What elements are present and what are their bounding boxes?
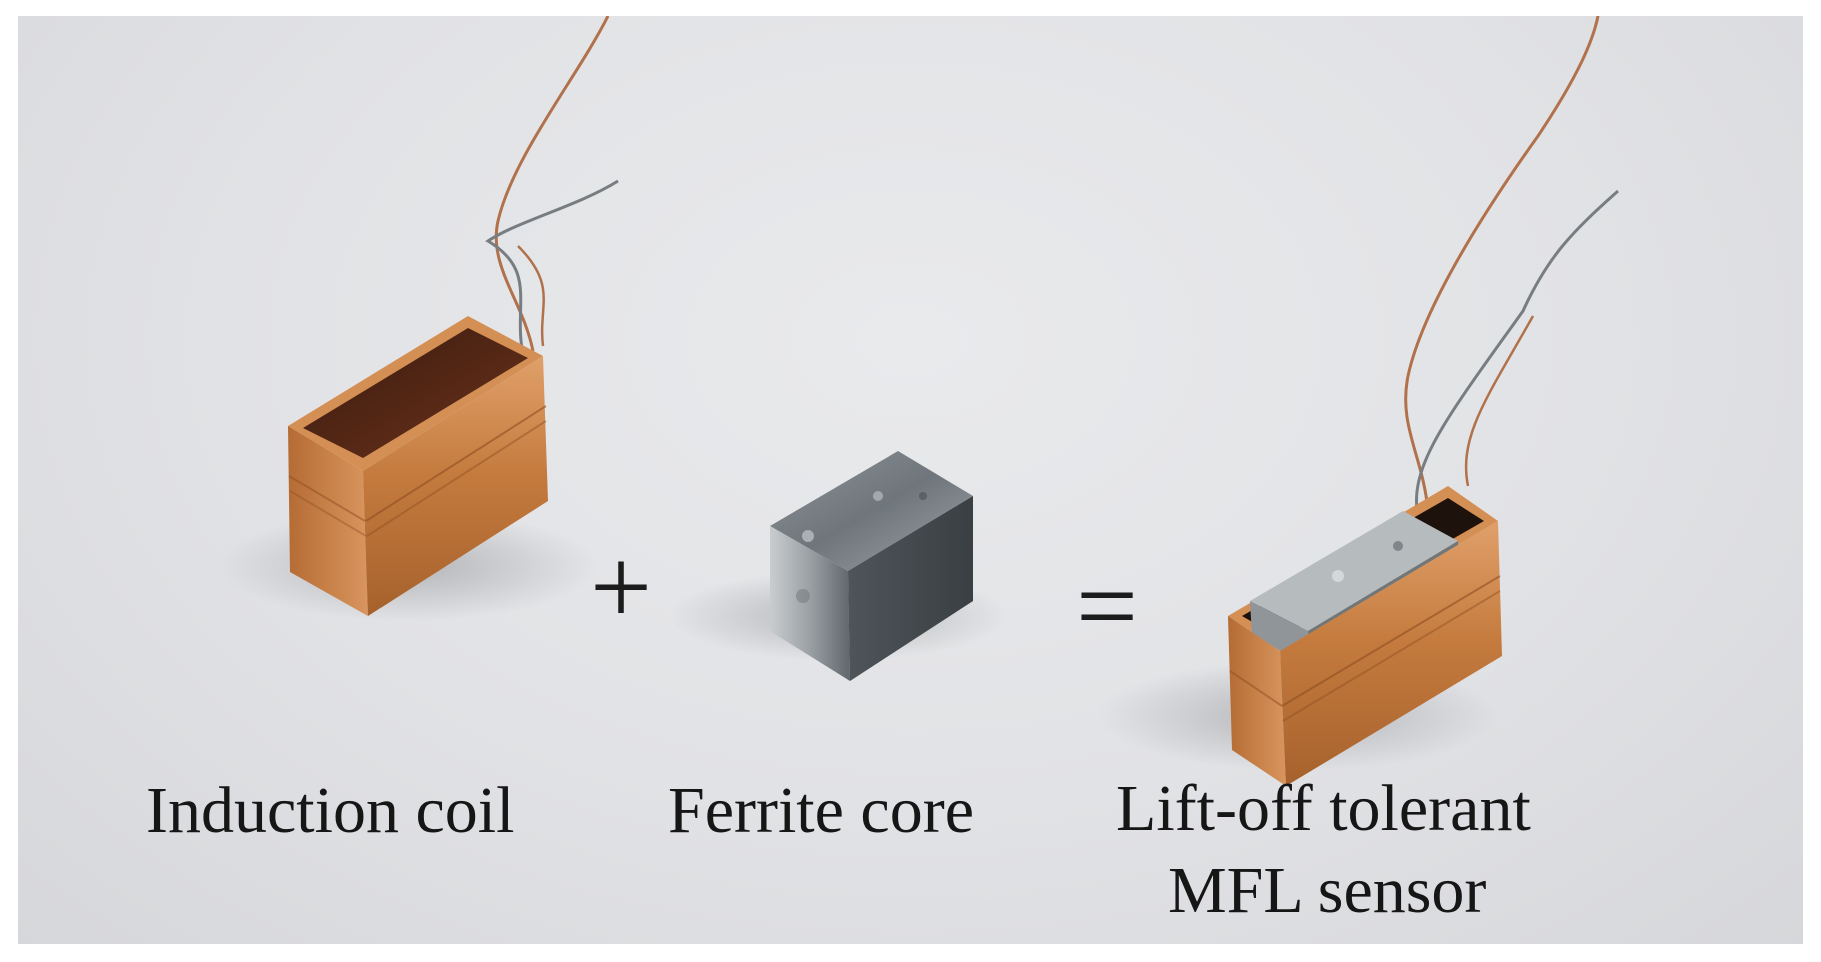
ferrite-core-image (668, 451, 1008, 681)
photograph: + = Induction coil Ferrite core Lift-off… (18, 16, 1803, 944)
induction-coil-image (218, 16, 619, 621)
equals-sign: = (1076, 545, 1139, 667)
ferrite-core-label: Ferrite core (668, 774, 974, 847)
sensor-label-line2: MFL sensor (1168, 854, 1487, 927)
mfl-sensor-image (1098, 16, 1619, 786)
sensor-label-line1: Lift-off tolerant (1116, 772, 1531, 845)
scene-drawing (218, 16, 1619, 786)
plus-sign: + (590, 526, 653, 648)
induction-coil-label: Induction coil (146, 774, 515, 847)
